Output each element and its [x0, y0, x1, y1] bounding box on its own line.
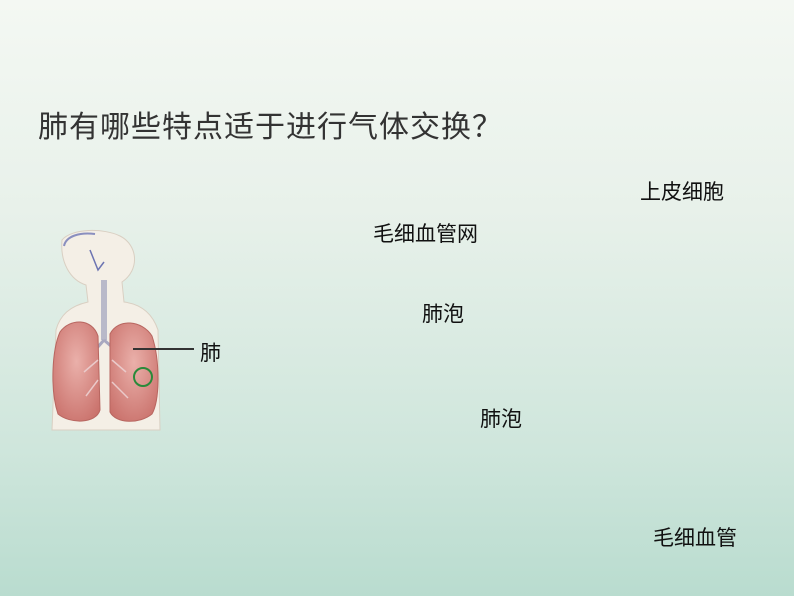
label-epithelial-cells: 上皮细胞	[640, 180, 724, 204]
label-alveolus-top: 肺泡	[422, 302, 464, 326]
label-capillary-network: 毛细血管网	[373, 222, 478, 246]
right-lung	[109, 322, 159, 422]
label-lung: 肺	[200, 341, 221, 365]
question-title: 肺有哪些特点适于进行气体交换？	[38, 110, 503, 145]
label-capillary: 毛细血管	[653, 526, 737, 550]
left-lung	[52, 321, 101, 422]
lung-zoom-circle	[133, 367, 153, 387]
label-alveolus-right: 肺泡	[480, 407, 522, 431]
torso-lung-figure	[51, 229, 194, 431]
